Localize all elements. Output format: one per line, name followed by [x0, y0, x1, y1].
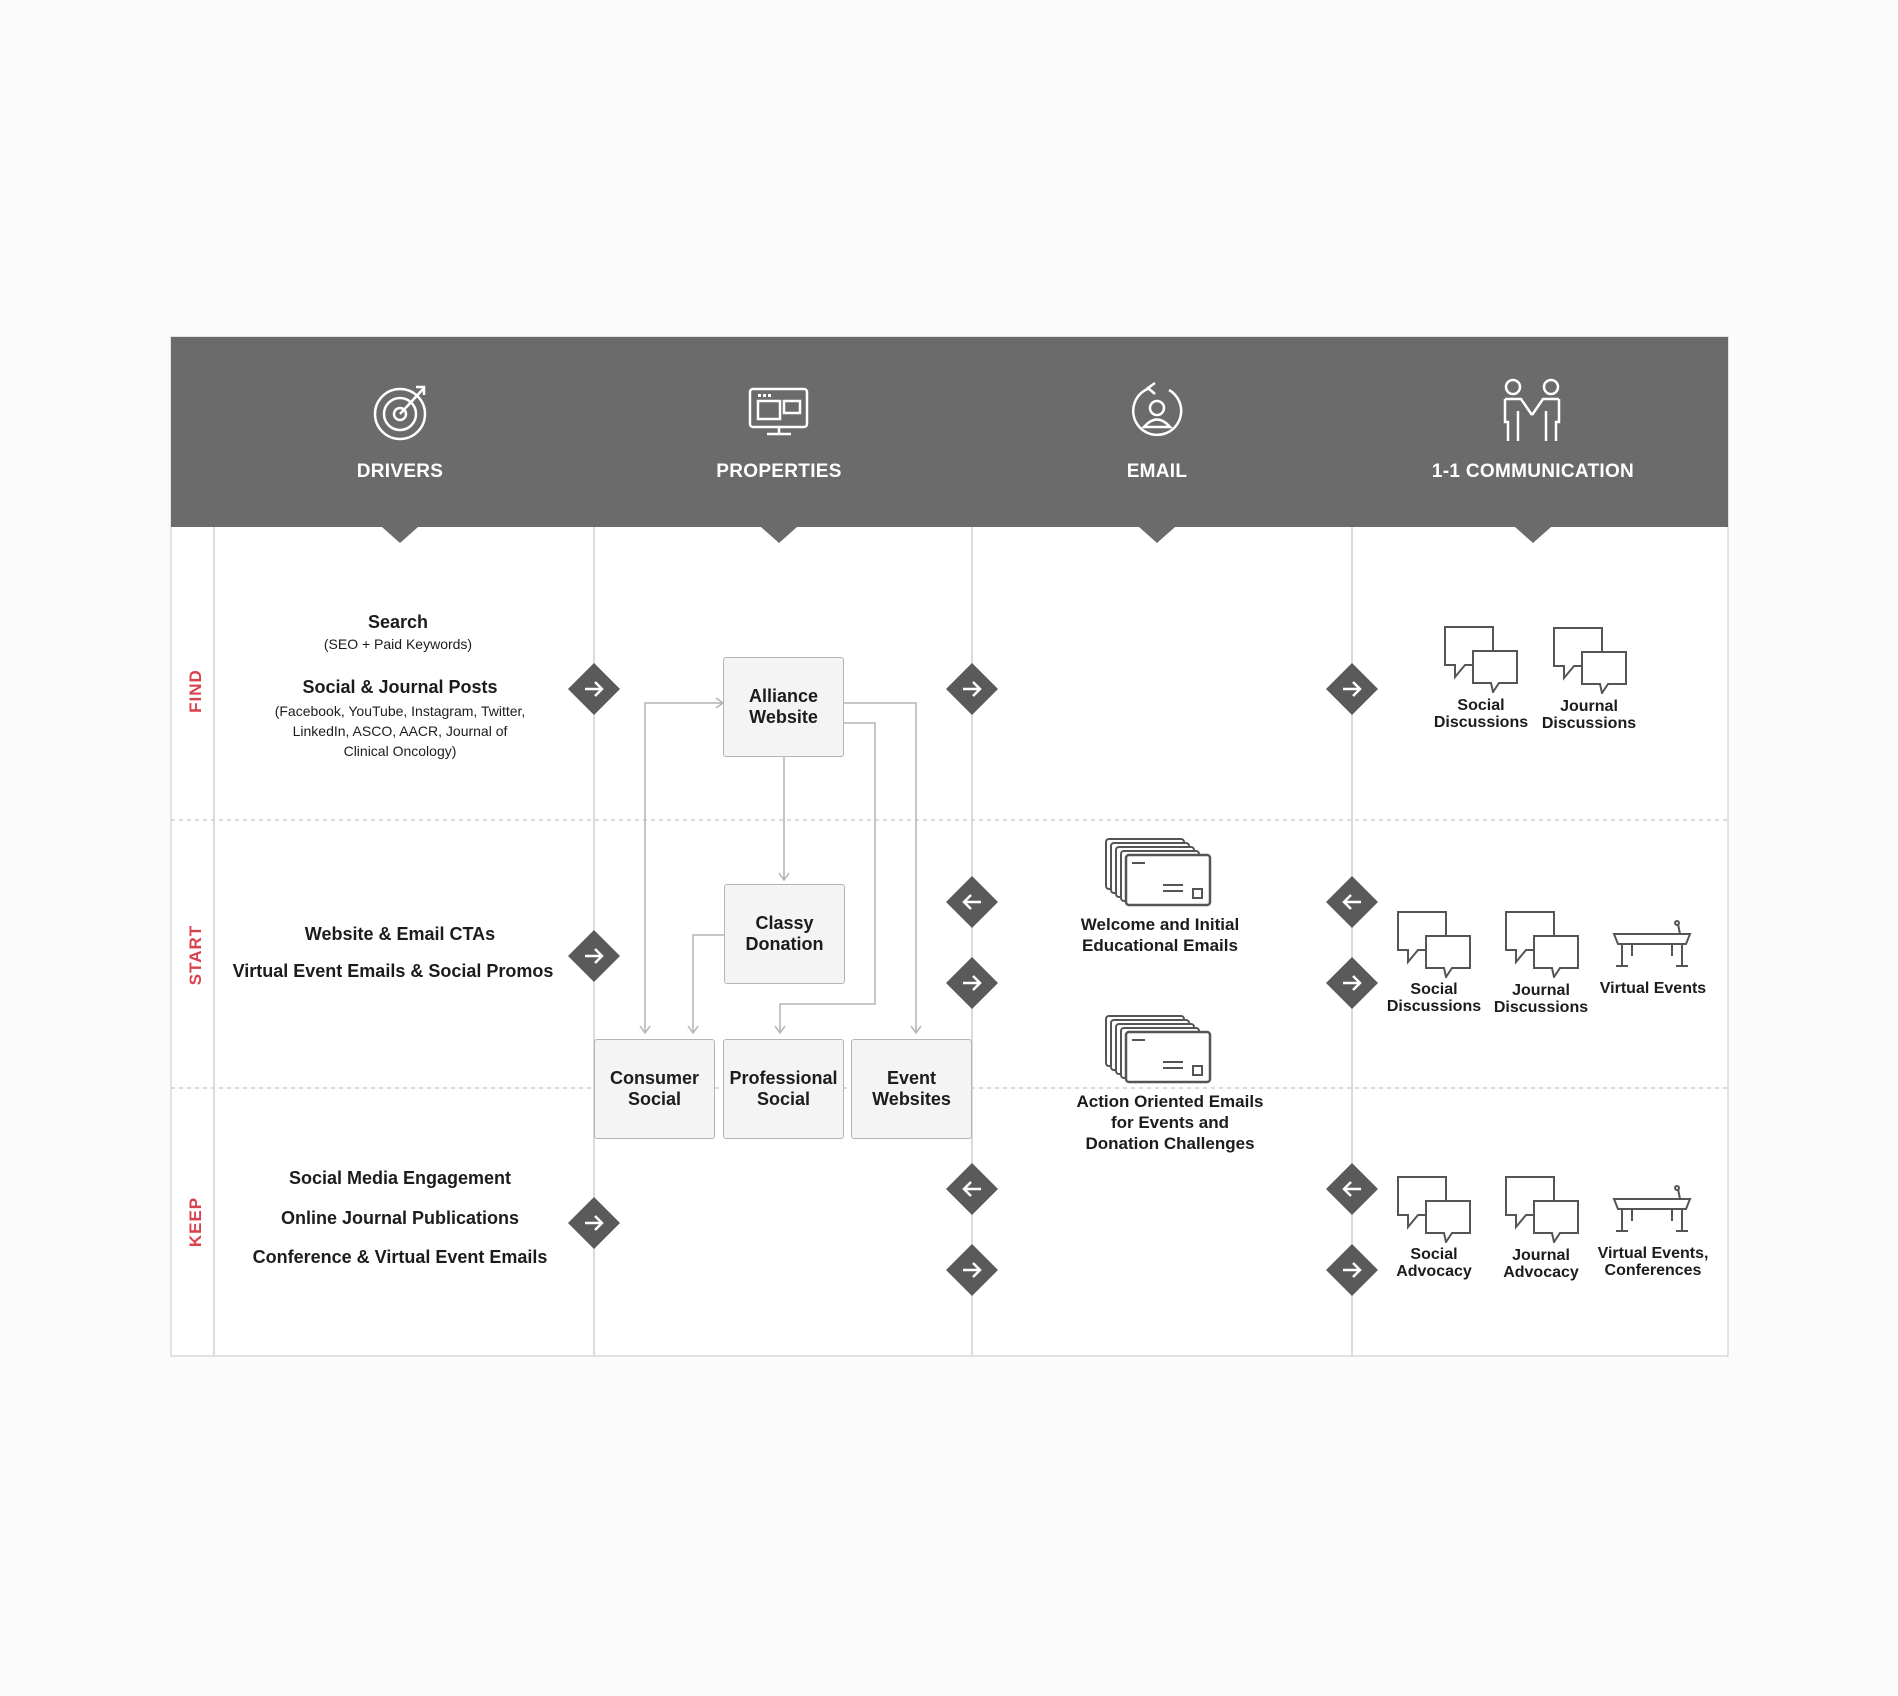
monitor-icon: [748, 387, 809, 436]
email-action-label: Action Oriented Emails for Events and Do…: [1076, 1092, 1264, 1153]
email-welcome-label: Welcome and Initial Educational Emails: [1080, 915, 1240, 955]
chat-bubbles-icon: [1397, 1176, 1471, 1243]
arrow-right-icon: [946, 1244, 998, 1296]
flow-arrowheads: [639, 697, 922, 1035]
column-header-properties: PROPERTIES: [716, 461, 842, 482]
header-pointer-drivers: [382, 527, 418, 543]
comm-keep-social-advocacy: Social Advocacy: [1396, 1246, 1472, 1280]
property-classy-donation: Classy Donation: [724, 884, 845, 984]
flow-connectors: [644, 702, 917, 1032]
column-header-communication: 1-1 COMMUNICATION: [1431, 461, 1635, 482]
driver-online-journal: Online Journal Publications: [280, 1208, 520, 1228]
driver-website-email-ctas: Website & Email CTAs: [304, 924, 496, 944]
driver-social-journal-detail: (Facebook, YouTube, Instagram, Twitter, …: [274, 703, 526, 759]
chat-bubbles-icon: [1505, 911, 1579, 978]
target-icon: [373, 385, 427, 441]
email-stack-icon: [1105, 838, 1212, 907]
podium-icon: [1612, 920, 1692, 967]
comm-keep-journal-advocacy: Journal Advocacy: [1503, 1247, 1579, 1281]
header-pointer-email: [1139, 527, 1175, 543]
podium-icon: [1612, 1185, 1692, 1232]
arrow-left-icon: [1326, 1163, 1378, 1215]
driver-conference-emails: Conference & Virtual Event Emails: [252, 1247, 548, 1267]
arrow-right-icon: [1326, 1244, 1378, 1296]
chat-bubbles-icon: [1444, 626, 1518, 693]
comm-start-journal-discussions: Journal Discussions: [1493, 982, 1589, 1016]
arrow-right-icon: [1326, 663, 1378, 715]
row-label-start: START: [186, 924, 205, 986]
chat-bubbles-icon: [1397, 911, 1471, 978]
property-event-websites: Event Websites: [851, 1039, 972, 1139]
header-bar: [171, 337, 1728, 527]
driver-social-media-engagement: Social Media Engagement: [288, 1168, 512, 1188]
email-stack-icon: [1105, 1015, 1212, 1084]
comm-find-journal-discussions: Journal Discussions: [1541, 698, 1637, 732]
property-professional-social: Professional Social: [723, 1039, 844, 1139]
comm-start-virtual-events: Virtual Events: [1599, 980, 1707, 997]
chat-bubbles-icon: [1505, 1176, 1579, 1243]
column-header-email: EMAIL: [1126, 461, 1188, 482]
handshake-people-icon: [1503, 378, 1561, 441]
arrow-right-icon: [946, 663, 998, 715]
row-label-find: FIND: [186, 669, 205, 713]
column-header-drivers: DRIVERS: [356, 461, 444, 482]
header-pointer-communication: [1515, 527, 1551, 543]
driver-social-journal: Social & Journal Posts: [302, 677, 498, 697]
arrow-right-icon: [568, 663, 620, 715]
arrow-right-icon: [1326, 957, 1378, 1009]
arrow-right-icon: [568, 930, 620, 982]
property-consumer-social: Consumer Social: [594, 1039, 715, 1139]
header-pointer-properties: [761, 527, 797, 543]
arrow-left-icon: [946, 1163, 998, 1215]
arrow-left-icon: [946, 876, 998, 928]
arrow-right-icon: [946, 957, 998, 1009]
arrow-right-icon: [568, 1197, 620, 1249]
driver-virtual-event-emails: Virtual Event Emails & Social Promos: [232, 961, 554, 981]
row-label-keep: KEEP: [186, 1196, 205, 1248]
comm-start-social-discussions: Social Discussions: [1386, 981, 1482, 1015]
user-refresh-icon: [1131, 381, 1183, 437]
arrow-left-icon: [1326, 876, 1378, 928]
property-alliance-website: Alliance Website: [723, 657, 844, 757]
driver-search: Search: [367, 612, 429, 632]
comm-find-social-discussions: Social Discussions: [1433, 697, 1529, 731]
comm-keep-virtual-events-conferences: Virtual Events, Conferences: [1597, 1245, 1709, 1279]
driver-search-detail: (SEO + Paid Keywords): [323, 636, 473, 652]
chat-bubbles-icon: [1553, 627, 1627, 694]
